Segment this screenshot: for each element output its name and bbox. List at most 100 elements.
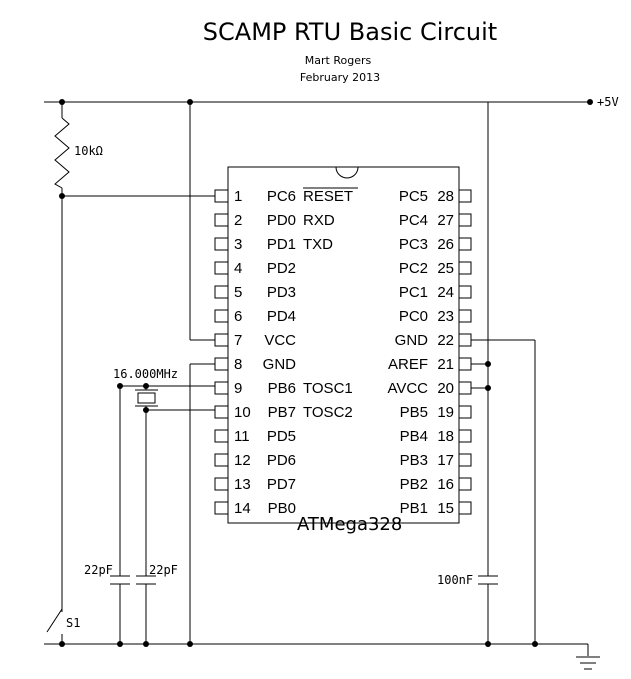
pin-pad — [458, 405, 472, 419]
pin-pad — [458, 381, 472, 395]
pin-pad — [214, 261, 229, 275]
pin-number: 4 — [234, 260, 242, 277]
pin-pad — [214, 405, 229, 419]
pin-label: PB1 — [400, 500, 428, 517]
chip-pin-22: GND 22 — [395, 332, 472, 349]
pin-pad — [214, 381, 229, 395]
pin-pad — [214, 501, 229, 515]
pin-label: PB5 — [400, 404, 428, 421]
chip-pin-28: PC5 28 — [399, 188, 472, 205]
pin-label: PB6 — [268, 380, 296, 397]
pin-label: PC5 — [399, 188, 428, 205]
pin-number: 6 — [234, 308, 242, 325]
pin-function: TXD — [303, 236, 333, 253]
pin-number: 1 — [234, 188, 242, 205]
supply-terminal-dot — [587, 99, 593, 105]
pin-number: 21 — [437, 356, 454, 373]
pin-number: 22 — [437, 332, 454, 349]
pin-label: PD1 — [267, 236, 296, 253]
junction-dot — [485, 385, 491, 391]
capacitor-label: 100nF — [437, 573, 473, 587]
pin-label: PB3 — [400, 452, 428, 469]
pin-label: GND — [395, 332, 429, 349]
schematic-date: February 2013 — [300, 71, 380, 84]
pin-label: PC3 — [399, 236, 428, 253]
pin-pad — [458, 189, 472, 203]
pin-number: 25 — [437, 260, 454, 277]
pin-pad — [458, 501, 472, 515]
pin-label: PD7 — [267, 476, 296, 493]
pin-number: 7 — [234, 332, 242, 349]
supply-label: +5V — [597, 95, 619, 109]
pin-label: AVCC — [387, 380, 428, 397]
pin-pad — [214, 309, 229, 323]
resistor-symbol — [54, 117, 70, 189]
chip-pin-11: 11 PD5 — [214, 428, 296, 445]
pin-pad — [458, 261, 472, 275]
switch-s1 — [46, 608, 63, 644]
capacitor-label: 22pF — [149, 563, 178, 577]
pin-number: 8 — [234, 356, 242, 373]
pin-number: 3 — [234, 236, 242, 253]
pin-pad — [458, 453, 472, 467]
pin-label: PD5 — [267, 428, 296, 445]
pin-pad — [214, 213, 229, 227]
pin-pad — [458, 357, 472, 371]
pin-label: PC1 — [399, 284, 428, 301]
pin-label: PD4 — [267, 308, 296, 325]
capacitor-label: 22pF — [84, 563, 113, 577]
pin-pad — [458, 429, 472, 443]
pin-function: RESET — [303, 188, 353, 205]
pin-function: TOSC2 — [303, 404, 353, 421]
pin-pad — [214, 357, 229, 371]
pin-number: 10 — [234, 404, 251, 421]
ground-symbol — [576, 644, 600, 670]
schematic-title: SCAMP RTU Basic Circuit — [203, 18, 497, 46]
capacitor-100nf — [478, 575, 498, 644]
pin-number: 11 — [234, 428, 250, 445]
pin-pad — [214, 477, 229, 491]
pin-number: 27 — [437, 212, 454, 229]
chip-pin-26: PC3 26 — [399, 236, 472, 253]
pin-label: PD6 — [267, 452, 296, 469]
pin-pad — [214, 453, 229, 467]
chip-pin-14: 14 PB0 — [214, 500, 296, 517]
pin-pad — [458, 333, 472, 347]
chip-notch — [335, 166, 359, 179]
pin-pad — [458, 477, 472, 491]
pin-number: 5 — [234, 284, 242, 301]
pin-pad — [214, 237, 229, 251]
pin-number: 26 — [437, 236, 454, 253]
pin-pad — [458, 285, 472, 299]
pin-number: 9 — [234, 380, 242, 397]
pin-number: 28 — [437, 188, 454, 205]
pin-label: PB0 — [268, 500, 296, 517]
pin-number: 14 — [234, 500, 251, 517]
chip-name: ATMega328 — [297, 514, 402, 535]
pin-label: PB4 — [400, 428, 428, 445]
pin-number: 15 — [437, 500, 454, 517]
pin-pad — [214, 285, 229, 299]
pin-pad — [214, 333, 229, 347]
crystal-label: 16.000MHz — [113, 367, 178, 381]
pin-number: 20 — [437, 380, 454, 397]
pin-function: RXD — [303, 212, 335, 229]
pin-pad — [458, 237, 472, 251]
